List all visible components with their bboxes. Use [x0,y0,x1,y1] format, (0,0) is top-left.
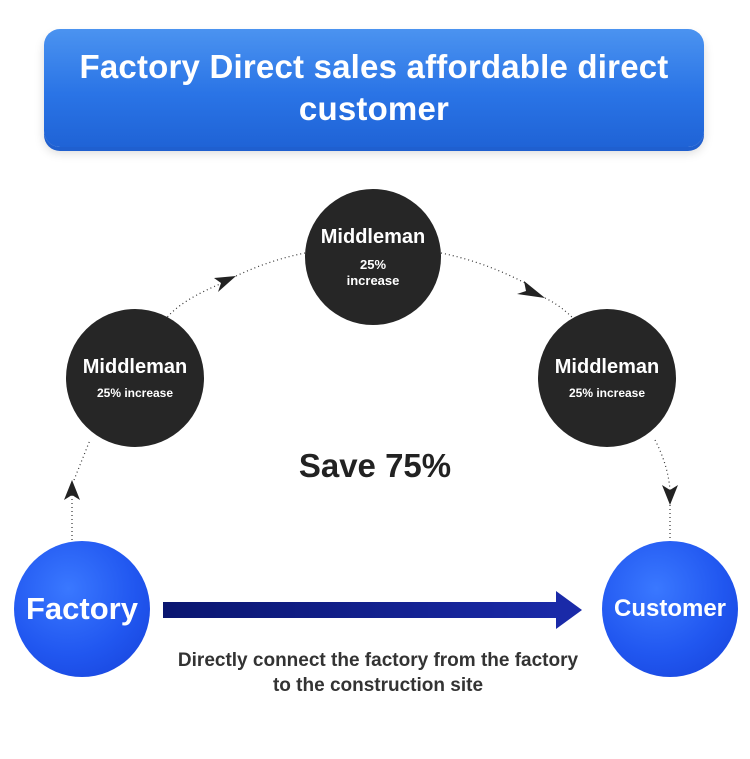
title-banner: Factory Direct sales affordable direct c… [44,29,704,147]
savings-label: Save 75% [298,447,452,484]
arrow-down-icon [662,485,678,505]
direct-arrow-head [556,591,582,629]
banner-title: Factory Direct sales affordable direct c… [79,48,669,127]
dotted-connector [544,297,576,321]
middleman-increase: 25% increase [568,386,646,400]
dotted-connector [654,439,671,491]
customer-node: Customer [602,541,738,677]
arrow-upright-icon [214,276,236,292]
middleman-left: Middleman 25% increase [66,309,204,447]
middleman-title: Middleman [82,356,188,378]
arrow-up-icon [64,480,80,500]
middleman-increase: 25% increase [346,257,400,288]
middleman-increase: 25% increase [96,386,174,400]
direct-caption: Directly connect the factory from the fa… [177,650,579,696]
middleman-top: Middleman 25% increase [305,189,441,325]
arrow-downright-icon [517,281,545,298]
direct-arrow-shaft [163,602,560,618]
factory-node: Factory [14,541,150,677]
dotted-connector [440,252,526,284]
dotted-connector [235,252,306,277]
middleman-title: Middleman [554,356,660,378]
dotted-connector [164,281,226,321]
middleman-title: Middleman [320,226,426,248]
dotted-connector [73,439,91,481]
middleman-right: Middleman 25% increase [538,309,676,447]
